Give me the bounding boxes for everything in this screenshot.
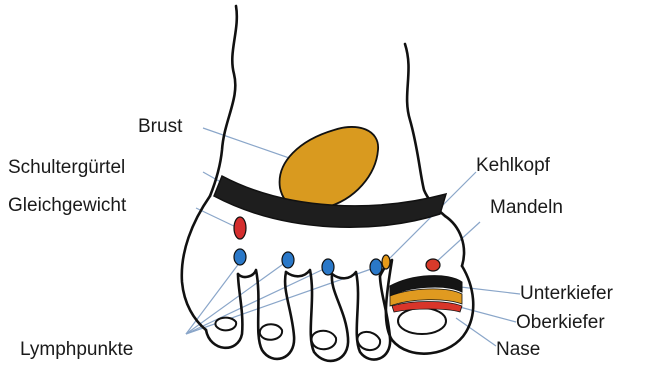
nail-toe-4 [260,324,282,340]
leader-gleichgewicht [196,208,238,228]
label-brust: Brust [138,117,182,136]
label-lymphpunkte: Lymphpunkte [20,340,133,359]
label-oberkiefer: Oberkiefer [516,313,605,332]
label-gleichgewicht: Gleichgewicht [8,196,126,215]
label-unterkiefer: Unterkiefer [520,284,613,303]
foot-right-edge [445,216,464,266]
lymph-point-4 [370,259,382,275]
brust-zone [280,127,379,210]
lymph-point-2 [282,252,294,268]
nail-toe-3 [312,331,337,349]
nail-big-toe [398,308,446,334]
toe-4-outline [238,270,294,359]
label-mandeln: Mandeln [490,198,563,217]
leader-nase [456,318,496,346]
label-nase: Nase [496,340,540,359]
foot-left-edge [182,196,210,330]
gleichgewicht-point [234,217,246,239]
nail-toe-5 [215,318,236,331]
leg-left-line [210,6,237,196]
toe-nails [215,308,446,350]
lymph-point-1 [234,249,246,265]
label-schultergurtel: Schultergürtel [8,158,125,177]
leader-oberkiefer [456,306,516,322]
leg-right-line [405,44,445,216]
mandeln-point [426,259,440,271]
lymph-point-3 [322,259,334,275]
nail-toe-2 [357,332,380,350]
toe-5-outline [206,274,242,348]
label-kehlkopf: Kehlkopf [476,156,550,175]
kehlkopf-point [382,255,390,269]
